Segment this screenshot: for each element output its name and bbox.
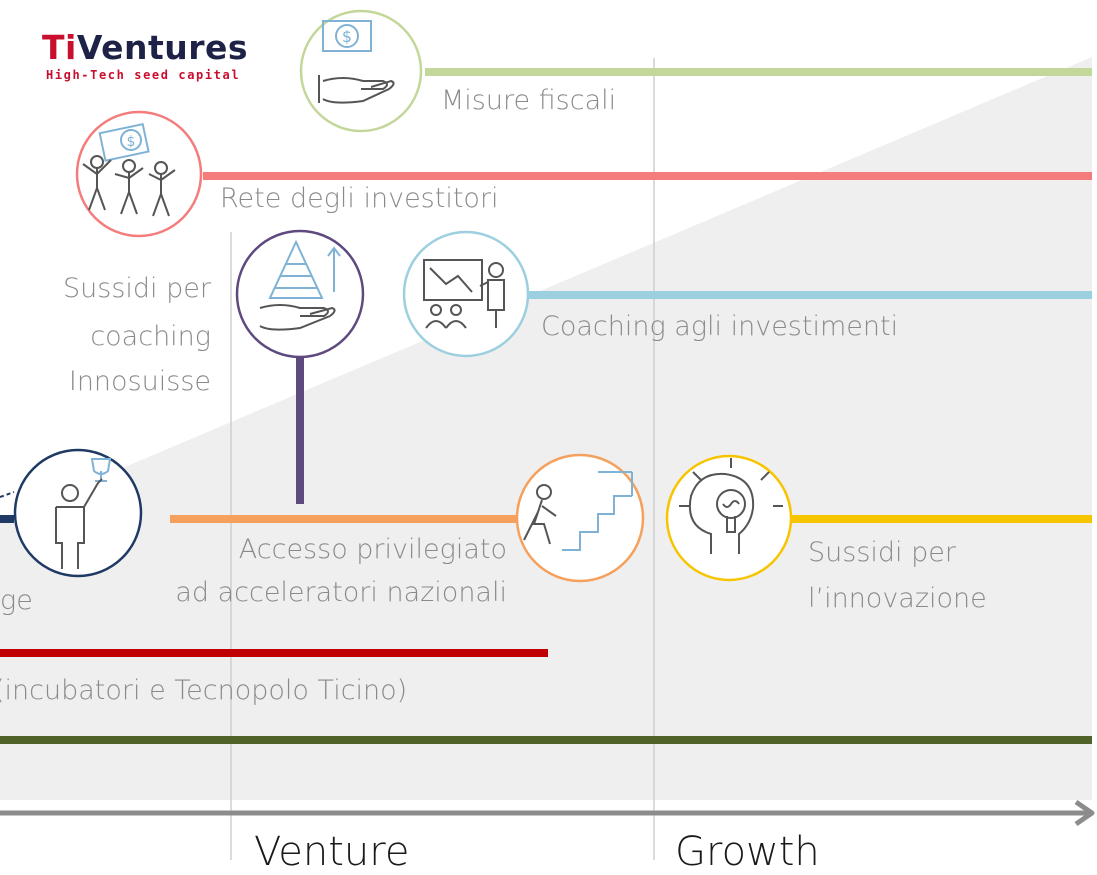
stage-venture: Venture bbox=[254, 829, 410, 875]
label-rete-investitori: Rete degli investitori bbox=[220, 183, 499, 214]
pyramid-hand-icon bbox=[235, 229, 365, 359]
challenge-connector bbox=[0, 491, 15, 498]
brand-logo: TiVentures bbox=[42, 28, 249, 67]
time-axis-arrowhead bbox=[1074, 799, 1095, 827]
stage-growth: Growth bbox=[675, 829, 820, 875]
lightbulb-head-icon bbox=[665, 454, 793, 582]
investors-celebrating-icon: $ bbox=[75, 110, 203, 238]
label-challenge-fragment: ge bbox=[0, 585, 33, 616]
label-accesso-line1: Accesso privilegiato bbox=[238, 534, 507, 565]
trophy-person-icon bbox=[13, 448, 143, 578]
label-misure-fiscali: Misure fiscali bbox=[441, 85, 617, 116]
label-coaching-investimenti: Coaching agli investimenti bbox=[541, 311, 899, 342]
label-sussidi-coaching-line1: Sussidi per bbox=[63, 273, 211, 304]
stairs-climber-icon bbox=[515, 453, 645, 583]
money-hand-icon: $ bbox=[299, 9, 423, 133]
label-sussidi-coaching-line3: Innosuisse bbox=[68, 366, 211, 397]
svg-text:$: $ bbox=[342, 27, 352, 46]
svg-text:$: $ bbox=[127, 134, 136, 150]
label-sussidi-innovazione-line1: Sussidi per bbox=[808, 537, 956, 568]
presentation-icon bbox=[402, 230, 530, 358]
label-accesso-line2: ad acceleratori nazionali bbox=[175, 577, 507, 608]
label-sussidi-coaching-line2: coaching bbox=[90, 321, 211, 352]
label-incubatori: (incubatori e Tecnopolo Ticino) bbox=[0, 675, 408, 706]
label-sussidi-innovazione-line2: l’innovazione bbox=[808, 583, 987, 614]
growth-background-wedge bbox=[0, 57, 1092, 800]
brand-tagline: High-Tech seed capital bbox=[46, 68, 241, 82]
